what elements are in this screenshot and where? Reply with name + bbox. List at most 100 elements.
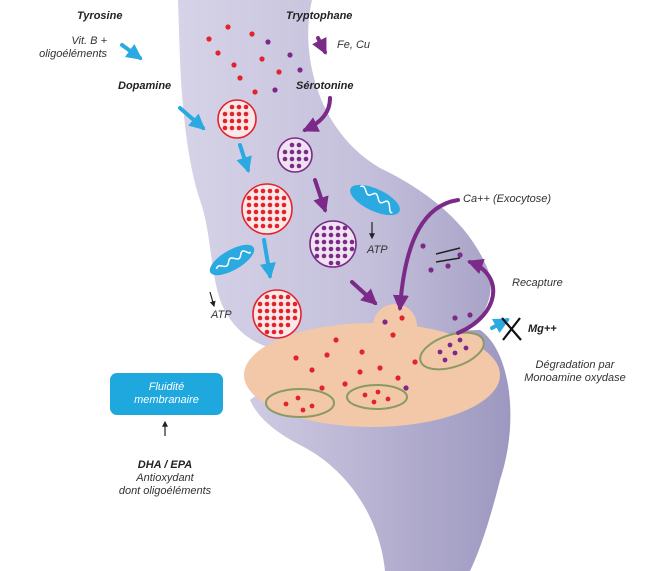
dopamine-molecule <box>286 309 291 314</box>
dopamine-molecule <box>244 105 249 110</box>
dopamine-molecule <box>310 404 315 409</box>
serotonine-vesicle-1 <box>278 138 312 172</box>
serotonine-molecule <box>304 157 309 162</box>
dopamine-molecule <box>272 316 277 321</box>
dopamine-vesicle-1 <box>218 100 256 138</box>
atp-left-label: ATP <box>211 309 232 322</box>
dopamine-molecule <box>261 224 266 229</box>
serotonine-molecule <box>290 157 295 162</box>
receptor-oval <box>266 389 334 417</box>
serotonine-molecule <box>290 164 295 169</box>
dopamine-molecule <box>230 119 235 124</box>
serotonine-molecule <box>343 254 348 259</box>
fluidite-line2: membranaire <box>110 394 223 407</box>
serotonine-molecule <box>315 233 320 238</box>
dopamine-molecule <box>230 126 235 131</box>
dopamine-molecule <box>279 330 284 335</box>
dopamine-molecule <box>254 217 259 222</box>
dopamine-molecule <box>268 217 273 222</box>
serotonine-molecule <box>329 226 334 231</box>
dopamine-molecule <box>268 224 273 229</box>
dopamine-molecule <box>249 31 254 36</box>
dopamine-molecule <box>293 309 298 314</box>
serotonine-molecule <box>350 240 355 245</box>
dopamine-molecule <box>293 316 298 321</box>
dopamine-molecule <box>342 381 347 386</box>
serotonine-molecule <box>382 319 387 324</box>
dopamine-molecule <box>230 105 235 110</box>
serotonine-molecule <box>336 240 341 245</box>
dopamine-molecule <box>268 196 273 201</box>
serotonine-molecule <box>290 143 295 148</box>
dopamine-molecule <box>275 203 280 208</box>
dopamine-molecule <box>282 203 287 208</box>
dopamine-molecule <box>377 365 382 370</box>
serotonine-molecule <box>350 247 355 252</box>
dopamine-molecule <box>333 337 338 342</box>
dopamine-label: Dopamine <box>118 80 171 93</box>
serotonine-molecule <box>290 150 295 155</box>
dopamine-molecule <box>412 359 417 364</box>
dopamine-molecule <box>275 217 280 222</box>
dopamine-molecule <box>275 210 280 215</box>
dopamine-molecule <box>279 302 284 307</box>
dopamine-molecule <box>244 112 249 117</box>
vit-b-label: Vit. B + oligoéléments <box>22 35 107 61</box>
serotonine-molecule <box>329 254 334 259</box>
dha-epa-label: DHA / EPA <box>100 459 230 472</box>
dopamine-molecule <box>279 323 284 328</box>
dopamine-molecule <box>223 119 228 124</box>
dopamine-molecule <box>247 210 252 215</box>
dopamine-molecule <box>261 189 266 194</box>
dopamine-molecule <box>231 62 236 67</box>
vit-b-line2: oligoéléments <box>22 48 107 61</box>
serotonine-molecule <box>428 267 433 272</box>
dopamine-molecule <box>293 355 298 360</box>
dopamine-molecule <box>301 408 306 413</box>
dopamine-molecule <box>237 75 242 80</box>
serotonine-molecule <box>322 254 327 259</box>
dopamine-molecule <box>258 302 263 307</box>
dopamine-molecule <box>261 203 266 208</box>
dopamine-molecule <box>268 189 273 194</box>
serotonine-molecule <box>453 351 458 356</box>
dopamine-molecule <box>230 112 235 117</box>
tyrosine-label: Tyrosine <box>77 10 122 23</box>
serotonine-molecule <box>322 226 327 231</box>
mg-label: Mg++ <box>528 323 557 336</box>
dopamine-molecule <box>376 390 381 395</box>
serotonine-molecule <box>343 247 348 252</box>
presynaptic-neuron <box>178 0 491 352</box>
serotonine-molecule <box>297 157 302 162</box>
serotonine-molecule <box>443 358 448 363</box>
dopamine-molecule <box>284 402 289 407</box>
release-bud <box>373 304 417 348</box>
serotonine-molecule <box>322 247 327 252</box>
serotonine-molecule <box>315 254 320 259</box>
dopamine-molecule <box>254 224 259 229</box>
dopamine-molecule <box>247 203 252 208</box>
dopamine-molecule <box>279 309 284 314</box>
degradation-line2: Monoamine oxydase <box>500 372 650 385</box>
serotonine-molecule <box>336 233 341 238</box>
fe-cu-label: Fe, Cu <box>337 39 370 52</box>
dopamine-molecule <box>363 393 368 398</box>
dopamine-molecule <box>254 210 259 215</box>
dopamine-molecule <box>275 224 280 229</box>
dopamine-molecule <box>279 295 284 300</box>
serotonine-molecule <box>272 87 277 92</box>
serotonine-molecule <box>315 240 320 245</box>
dopamine-molecule <box>279 316 284 321</box>
dopamine-molecule <box>244 126 249 131</box>
serotonine-molecule <box>445 263 450 268</box>
dopamine-molecule <box>237 119 242 124</box>
dopamine-molecule <box>319 385 324 390</box>
vit-b-line1: Vit. B + <box>22 35 107 48</box>
dopamine-molecule <box>272 295 277 300</box>
dopamine-molecule <box>309 367 314 372</box>
dopamine-molecule <box>399 315 404 320</box>
dopamine-molecule <box>259 56 264 61</box>
dopamine-vesicle-2 <box>242 184 292 234</box>
fluidite-line1: Fluidité <box>110 381 223 394</box>
dopamine-molecule <box>254 189 259 194</box>
